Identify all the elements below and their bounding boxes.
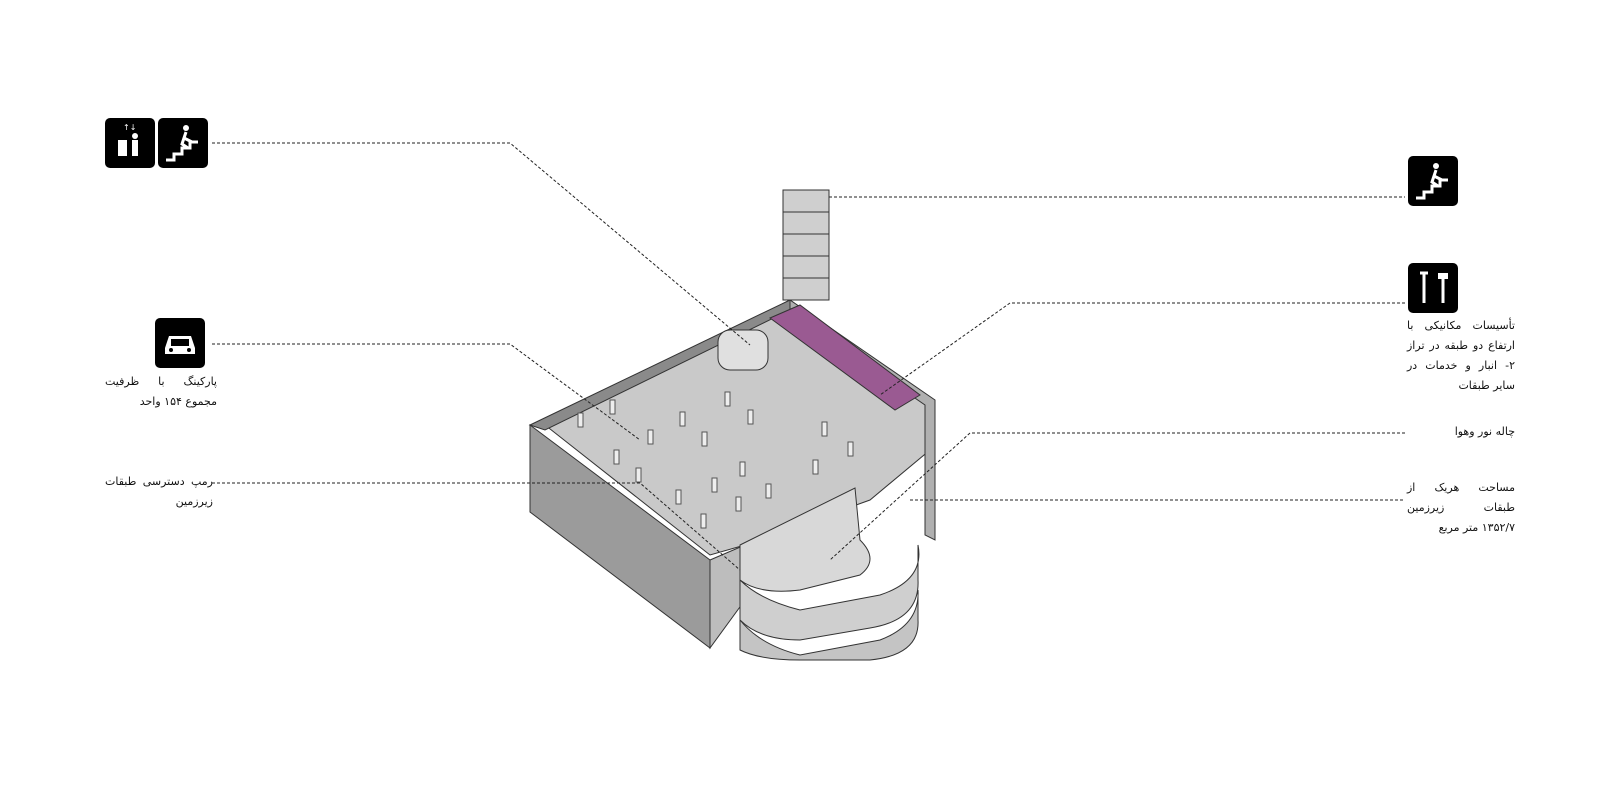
mechanical-label: تأسیسات مکانیکی با ارتفاع دو طبقه در ترا… <box>1407 319 1515 392</box>
ramp-level-2 <box>739 589 919 661</box>
stair-tower <box>782 189 830 301</box>
leader-lines <box>212 142 1405 571</box>
elevator-core <box>717 329 769 371</box>
tools-icon <box>1408 263 1458 313</box>
car-icon <box>155 318 205 368</box>
elevator-icon: ↑↓ <box>105 118 155 168</box>
ramp-label: رمپ دسترسی طبقات زیرزمین <box>105 475 213 508</box>
stairs-icon <box>158 118 208 168</box>
parking-label: پارکینگ با ظرفیت مجموع ۱۵۴ واحد <box>105 375 217 408</box>
area-label: مساحت هریک از طبقات زیرزمین ۱۳۵۲/۷ متر م… <box>1407 481 1515 534</box>
svg-text:↑↓: ↑↓ <box>123 123 136 132</box>
mechanical-room <box>769 304 921 411</box>
columns <box>577 391 854 529</box>
stairs-icon <box>1408 156 1458 206</box>
ramp-level-1 <box>739 544 920 641</box>
lightwell-label: چاله نور وهوا <box>1454 425 1515 438</box>
ramp <box>739 487 871 592</box>
